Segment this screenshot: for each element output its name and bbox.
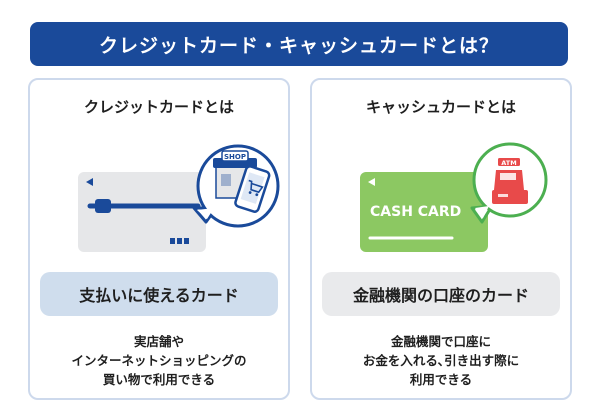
credit-card-illustration: SHOP [78,144,280,252]
atm-label: ATM [501,159,516,167]
cash-card-summary: 金融機関の口座のカード [322,272,560,316]
credit-desc-line: 実店舗や [133,334,184,349]
cash-desc-line: お金を入れる､引き出す際に [362,353,520,368]
cash-card-title: キャッシュカードとは [365,98,516,116]
shop-sign-text: SHOP [224,153,246,161]
cash-desc-line: 利用できる [409,372,473,387]
cash-card-illustration: CASH CARD ATM [360,142,548,252]
cash-card-text: CASH CARD [370,204,461,220]
credit-card-summary: 支払いに使えるカード [40,272,278,316]
credit-card-icon [78,172,206,252]
cash-card-description: 金融機関で口座に お金を入れる､引き出す際に 利用できる [318,332,564,389]
credit-card-description: 実店舗や インターネットショッピングの 買い物で利用できる [36,332,282,389]
credit-desc-line: 買い物で利用できる [102,372,216,387]
credit-desc-line: インターネットショッピングの [71,353,247,368]
header-banner: クレジットカード・キャッシュカードとは？ [30,22,568,66]
cash-card-icon: CASH CARD [360,172,488,252]
credit-card-panel: クレジットカードとは SHOP [28,78,290,400]
smartphone-icon [234,165,271,213]
atm-icon: ATM [492,158,528,204]
cash-desc-line: 金融機関で口座に [390,334,491,349]
banner-title: クレジットカード・キャッシュカードとは？ [98,34,499,57]
cash-card-panel: キャッシュカードとは CASH CARD ATM 金融機関の口座のカード 金融機… [310,78,572,400]
credit-card-title: クレジットカードとは [83,98,234,116]
